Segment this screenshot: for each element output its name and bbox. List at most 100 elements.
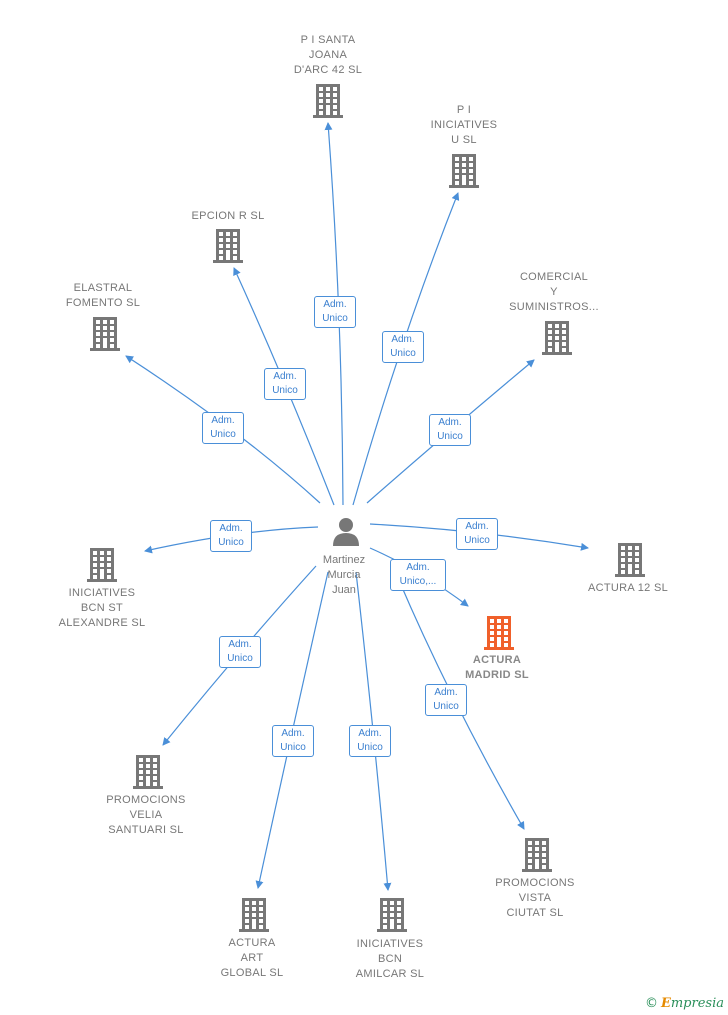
- company-label-line: P I SANTA: [300, 34, 356, 46]
- edge-label-line: Adm.: [406, 562, 430, 573]
- building-icon[interactable]: [313, 84, 343, 118]
- person-label-line: Juan: [332, 584, 356, 596]
- edge-label-line: Adm.: [434, 687, 458, 698]
- building-icon[interactable]: [542, 321, 572, 355]
- company-label-line: MADRID SL: [465, 669, 529, 681]
- edge-label-elastral[interactable]: Adm. Unico: [202, 412, 244, 444]
- edge-label-line: Unico: [227, 653, 253, 664]
- edge-label-iniciatives-bcn-st[interactable]: Adm. Unico: [210, 520, 252, 552]
- edge-label-line: Unico: [390, 348, 416, 359]
- edge-label-line: Unico: [322, 313, 348, 324]
- building-icon[interactable]: [615, 543, 645, 577]
- company-label-line: INICIATIVES: [68, 587, 136, 599]
- company-label-line: JOANA: [308, 49, 348, 61]
- edge-label-line: Adm.: [228, 639, 252, 650]
- edge-label-line: Adm.: [273, 371, 297, 382]
- company-label-pi-iniciatives[interactable]: P I INICIATIVES U SL: [394, 103, 534, 148]
- edge-label-epcion[interactable]: Adm. Unico: [264, 368, 306, 400]
- building-icon[interactable]: [213, 229, 243, 263]
- building-icon[interactable]: [449, 154, 479, 188]
- company-label-epcion[interactable]: EPCION R SL: [158, 209, 298, 224]
- edge-label-actura-madrid[interactable]: Adm. Unico,...: [390, 559, 446, 591]
- edge-label-line: Unico: [437, 431, 463, 442]
- building-icon[interactable]: [239, 898, 269, 932]
- company-label-line: AMILCAR SL: [355, 968, 425, 980]
- edge-label-line: Adm.: [358, 728, 382, 739]
- company-label-line: Y: [550, 286, 558, 298]
- edge-label-line: Adm.: [281, 728, 305, 739]
- building-icon[interactable]: [377, 898, 407, 932]
- building-icon[interactable]: [87, 548, 117, 582]
- company-label-line: CIUTAT SL: [506, 907, 564, 919]
- company-label-comercial[interactable]: COMERCIAL Y SUMINISTROS...: [484, 270, 624, 315]
- brand-name: mpresia: [670, 996, 724, 1011]
- person-icon[interactable]: [333, 518, 359, 546]
- person-label-line: Murcia: [327, 569, 361, 581]
- company-label-line: SANTUARI SL: [108, 824, 184, 836]
- edge-label-comercial[interactable]: Adm. Unico: [429, 414, 471, 446]
- edge-label-pi-santa-joana[interactable]: Adm. Unico: [314, 296, 356, 328]
- building-icon[interactable]: [522, 838, 552, 872]
- building-icon[interactable]: [133, 755, 163, 789]
- edge-label-pi-iniciatives[interactable]: Adm. Unico: [382, 331, 424, 363]
- company-label-line: BCN ST: [80, 602, 124, 614]
- company-label-line: ALEXANDRE SL: [58, 617, 146, 629]
- brand-initial: E: [660, 996, 671, 1011]
- company-label-promocions-vista[interactable]: PROMOCIONS VISTA CIUTAT SL: [465, 876, 605, 921]
- edge-label-line: Adm.: [438, 417, 462, 428]
- company-label-elastral[interactable]: ELASTRAL FOMENTO SL: [33, 281, 173, 311]
- company-label-line: COMERCIAL: [519, 271, 589, 283]
- company-label-line: D'ARC 42 SL: [293, 64, 363, 76]
- company-label-line: PROMOCIONS: [495, 877, 575, 889]
- edge-label-iniciatives-bcn-amilcar[interactable]: Adm. Unico: [349, 725, 391, 757]
- edge-label-promocions-vista[interactable]: Adm. Unico: [425, 684, 467, 716]
- edge-label-line: Unico: [464, 535, 490, 546]
- company-label-line: ART: [240, 952, 264, 964]
- edge-label-line: Adm.: [391, 334, 415, 345]
- edge-label-line: Unico,...: [399, 576, 437, 587]
- company-label-line: FOMENTO SL: [65, 297, 141, 309]
- copyright-icon: ©: [644, 996, 658, 1011]
- company-label-line: P I: [456, 104, 472, 116]
- company-label-line: SUMINISTROS...: [509, 301, 599, 313]
- company-label-line: BCN: [377, 953, 403, 965]
- company-label-iniciatives-bcn-amilcar[interactable]: INICIATIVES BCN AMILCAR SL: [320, 937, 460, 982]
- building-icon[interactable]: [484, 616, 514, 650]
- edge-label-line: Unico: [272, 385, 298, 396]
- company-label-line: GLOBAL SL: [220, 967, 284, 979]
- edge-label-line: Adm.: [465, 521, 489, 532]
- company-label-line: VISTA: [518, 892, 552, 904]
- company-label-promocions-velia[interactable]: PROMOCIONS VELIA SANTUARI SL: [76, 793, 216, 838]
- edge-label-line: Unico: [280, 742, 306, 753]
- company-label-line: ACTURA: [472, 654, 522, 666]
- company-label-line: ACTURA: [228, 937, 276, 949]
- edge-label-promocions-velia[interactable]: Adm. Unico: [219, 636, 261, 668]
- edge-label-line: Adm.: [211, 415, 235, 426]
- edge-label-actura-12[interactable]: Adm. Unico: [456, 518, 498, 550]
- company-label-line: EPCION R SL: [191, 210, 265, 222]
- company-label-line: U SL: [451, 134, 477, 146]
- edge-label-line: Unico: [433, 701, 459, 712]
- company-label-line: PROMOCIONS: [106, 794, 186, 806]
- edge-label-line: Adm.: [219, 523, 243, 534]
- person-label-line: Martinez: [322, 554, 366, 566]
- company-label-line: ELASTRAL: [73, 282, 133, 294]
- company-label-actura-12[interactable]: ACTURA 12 SL: [558, 581, 698, 596]
- company-label-iniciatives-bcn-st[interactable]: INICIATIVES BCN ST ALEXANDRE SL: [32, 586, 172, 631]
- company-label-line: VELIA: [129, 809, 163, 821]
- company-label-line: INICIATIVES: [356, 938, 424, 950]
- company-label-line: INICIATIVES: [430, 119, 498, 131]
- edge-label-actura-art[interactable]: Adm. Unico: [272, 725, 314, 757]
- company-label-actura-art[interactable]: ACTURA ART GLOBAL SL: [182, 936, 322, 981]
- company-label-actura-madrid[interactable]: ACTURA MADRID SL: [427, 653, 567, 683]
- edge-label-line: Unico: [210, 429, 236, 440]
- edge-label-line: Adm.: [323, 299, 347, 310]
- footer-brand: ©Empresia: [645, 996, 724, 1011]
- edge-label-line: Unico: [357, 742, 383, 753]
- building-icon[interactable]: [90, 317, 120, 351]
- company-label-pi-santa-joana[interactable]: P I SANTA JOANA D'ARC 42 SL: [258, 33, 398, 78]
- edge-label-line: Unico: [218, 537, 244, 548]
